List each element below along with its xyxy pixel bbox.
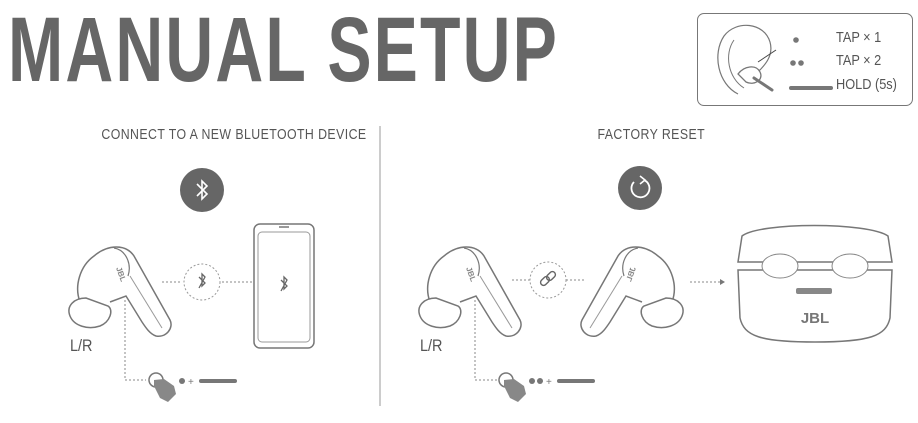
earbud-label-left: L/R: [69, 336, 93, 355]
earbud-right-1: [418, 246, 522, 338]
hold-bar-icon: [557, 379, 595, 383]
double-dot-icon: [798, 60, 804, 66]
hand-press-icon: [148, 372, 177, 403]
earbud-label-right: L/R: [419, 336, 443, 355]
section-heading-connect: CONNECT TO A NEW BLUETOOTH DEVICE: [101, 127, 367, 143]
hand-press-icon: [498, 372, 527, 403]
legend-hold: HOLD (5s): [836, 76, 897, 93]
bluetooth-icon: [180, 168, 224, 212]
svg-text:+: +: [188, 377, 194, 388]
ear-with-earbud-icon: [717, 24, 833, 95]
legend-tap-2: TAP × 2: [836, 52, 882, 69]
link-icon: [539, 270, 557, 287]
reset-icon: [618, 166, 662, 210]
charging-case: JBL: [737, 224, 893, 343]
single-dot-icon: [793, 37, 799, 43]
long-bar-icon: [789, 86, 833, 90]
bluetooth-small-icon: [198, 272, 206, 289]
section-heading-reset: FACTORY RESET: [597, 127, 706, 143]
earbud-left: [68, 246, 172, 338]
pairing-circle: [183, 263, 221, 301]
legend-tap-1: TAP × 1: [836, 29, 882, 46]
case-logo: JBL: [801, 310, 829, 327]
hold-bar-icon: [199, 379, 237, 383]
gesture-legend: TAP × 1 TAP × 2 HOLD (5s): [697, 13, 913, 106]
earbud-right-2: [580, 246, 684, 338]
tap-dot-icon: [179, 378, 185, 384]
arrow-icon: [720, 279, 725, 285]
svg-text:+: +: [546, 377, 552, 388]
smartphone-icon: [253, 223, 315, 349]
double-tap-icon: [537, 378, 543, 384]
page-title: MANUAL SETUP: [8, 0, 559, 101]
